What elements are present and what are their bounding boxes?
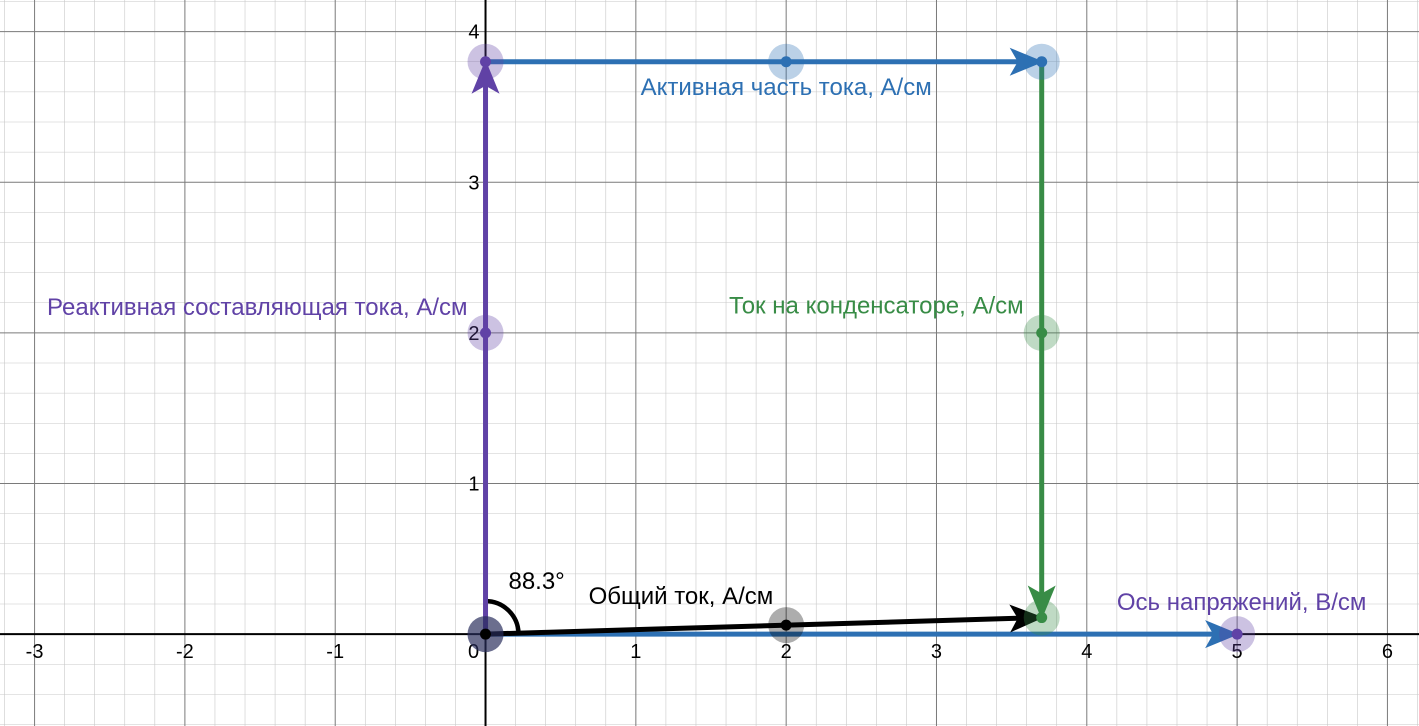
angle-arc — [485, 598, 521, 634]
x-tick-label: -3 — [26, 641, 44, 663]
point-active-end[interactable] — [1036, 56, 1048, 68]
y-tick-label: 4 — [468, 22, 479, 44]
vector-label-2: Ток на конденсаторе, А/см — [729, 292, 1024, 319]
x-tick-label: -1 — [326, 641, 344, 663]
x-tick-label: 1 — [630, 641, 641, 663]
point-capacitor-mid[interactable] — [1036, 327, 1048, 339]
point-reactive-mid[interactable] — [480, 327, 492, 339]
vector-label-3: Общий ток, А/см — [589, 583, 774, 610]
vector-arrowhead-0 — [1205, 620, 1240, 649]
x-tick-label: 4 — [1081, 641, 1092, 663]
point-origin-total[interactable] — [480, 628, 492, 640]
point-voltage-end[interactable] — [1231, 628, 1243, 640]
point-active-mid[interactable] — [780, 56, 792, 68]
vector-arrowhead-4 — [1009, 604, 1044, 633]
x-tick-label: 2 — [781, 641, 792, 663]
angle-label: 88.3° — [508, 568, 564, 595]
point-total-mid[interactable] — [780, 619, 792, 631]
vector-line-4 — [485, 615, 1030, 637]
y-tick-label: 3 — [468, 172, 479, 194]
tick-labels: -3 -2 -1 0 1 2 3 4 5 6 1 2 3 4 — [26, 22, 1393, 663]
angle-marker: 88.3° — [485, 568, 565, 634]
points[interactable] — [467, 43, 1256, 653]
vector-arrowhead-3 — [1027, 585, 1056, 620]
x-tick-label: -2 — [176, 641, 194, 663]
point-capacitor-end[interactable] — [1036, 612, 1048, 624]
vector-arrowhead-2 — [1009, 47, 1044, 76]
y-tick-label: 1 — [468, 473, 479, 495]
vectors — [471, 47, 1240, 649]
vector-label-1: Реактивная составляющая тока, А/см — [47, 294, 467, 321]
vector-arrowhead-1 — [471, 59, 500, 94]
y-tick-label: 2 — [468, 323, 479, 345]
x-tick-label: 5 — [1232, 641, 1243, 663]
x-tick-label: 6 — [1382, 641, 1393, 663]
x-tick-label: 0 — [468, 641, 479, 663]
vector-label-0: Активная часть тока, А/см — [641, 74, 932, 101]
point-reactive-end[interactable] — [480, 56, 492, 68]
x-tick-label: 3 — [931, 641, 942, 663]
vector-label-4: Ось напряжений, В/см — [1117, 589, 1367, 616]
